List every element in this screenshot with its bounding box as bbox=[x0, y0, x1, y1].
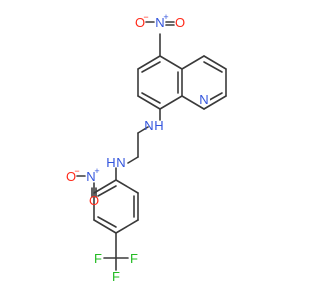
hydrogen-atom-label: H bbox=[106, 155, 115, 170]
quinoline-nitrogen: N bbox=[198, 92, 210, 107]
bond bbox=[97, 216, 117, 228]
negative-charge-label: − bbox=[74, 166, 79, 176]
nitrogen-atom-label: N bbox=[155, 15, 164, 30]
nitrogen-atom-label: N bbox=[116, 155, 125, 170]
positive-charge-label: + bbox=[163, 12, 168, 22]
trifluoromethyl-group: F F F bbox=[94, 251, 138, 284]
nitrogen-atom-label: N bbox=[144, 118, 153, 133]
fluorine-atom-label: F bbox=[94, 251, 102, 266]
bond bbox=[141, 92, 161, 104]
oxygen-atom-label: O bbox=[135, 15, 145, 30]
bond bbox=[137, 95, 161, 110]
bond bbox=[127, 156, 139, 164]
oxygen-atom-label: O bbox=[66, 169, 76, 184]
lower-amine-group: H N bbox=[106, 155, 125, 170]
bond bbox=[137, 126, 149, 134]
negative-charge-label: − bbox=[143, 12, 148, 22]
bond bbox=[141, 61, 161, 73]
positive-charge-label: + bbox=[94, 166, 99, 176]
molecule-diagram: O − N + O N N H H N O − N + O F F F bbox=[66, 12, 227, 284]
oxygen-atom-label: O bbox=[175, 15, 185, 30]
bond-lines bbox=[76, 21, 227, 271]
bond bbox=[159, 95, 183, 110]
bond bbox=[203, 95, 227, 110]
nitrogen-atom-label: N bbox=[199, 92, 208, 107]
bond bbox=[97, 185, 117, 197]
bond bbox=[137, 55, 161, 70]
bond bbox=[181, 55, 205, 70]
bond bbox=[159, 55, 183, 70]
bond bbox=[93, 179, 117, 194]
nitrogen-atom-label: N bbox=[86, 169, 95, 184]
fluorine-atom-label: F bbox=[130, 251, 138, 266]
bond bbox=[115, 219, 139, 234]
bond bbox=[203, 55, 227, 70]
bond bbox=[115, 179, 139, 194]
bond bbox=[181, 95, 205, 110]
bond bbox=[93, 219, 117, 234]
upper-amine-group: N H bbox=[144, 118, 163, 133]
lower-nitro-group: O − N + O bbox=[66, 166, 100, 208]
hydrogen-atom-label: H bbox=[154, 118, 163, 133]
molecule-structure: O − N + O N N H H N O − N + O F F F bbox=[66, 12, 227, 284]
fluorine-atom-label: F bbox=[112, 269, 120, 284]
top-nitro-group: O − N + O bbox=[135, 12, 185, 30]
oxygen-atom-label: O bbox=[89, 193, 99, 208]
bond bbox=[203, 61, 223, 73]
